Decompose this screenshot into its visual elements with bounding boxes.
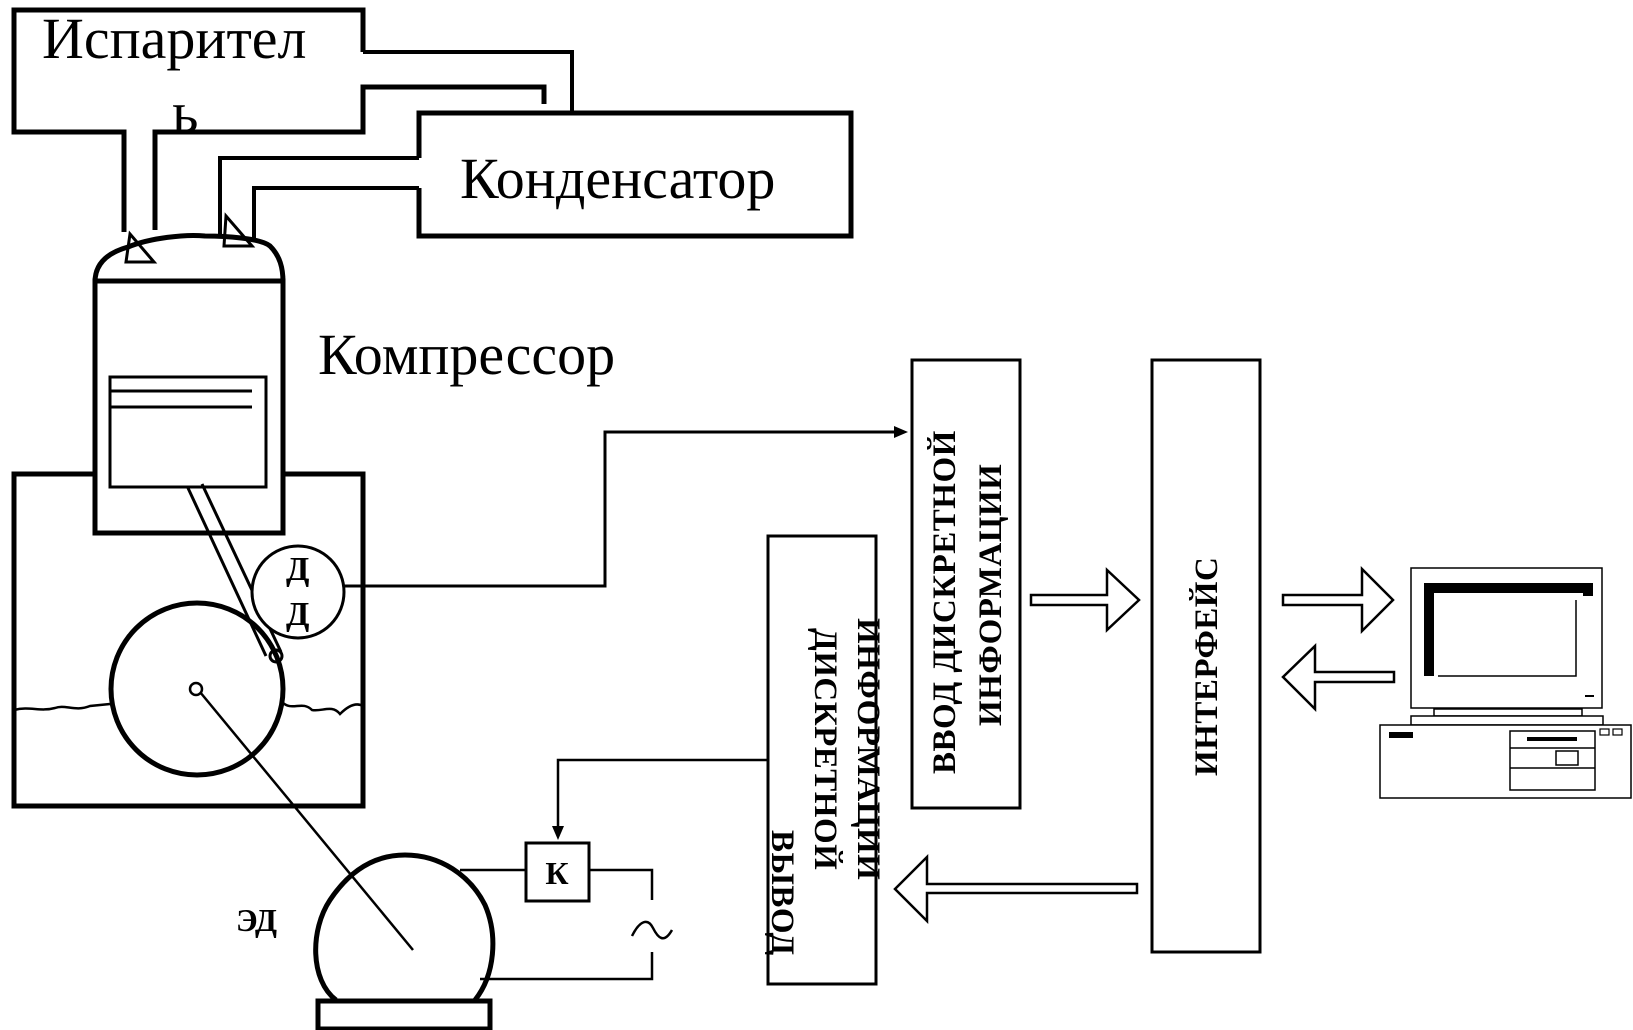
- compressor-label: Компрессор: [318, 322, 615, 387]
- output-label-line2: ДИСКРЕТНОЙ: [807, 628, 844, 870]
- piston: [108, 375, 268, 489]
- evaporator-top-pipe: [363, 50, 574, 112]
- power-button-1: [1599, 728, 1610, 736]
- sensor-label-line2: Д: [286, 596, 309, 633]
- input-discrete-block: ВВОД ДИСКРЕТНОЙ ИНФОРМАЦИИ: [910, 358, 1022, 810]
- sensor-dd: Д Д: [250, 544, 346, 640]
- compressor: Компрессор: [11, 212, 615, 951]
- source-to-motor-wire: [480, 952, 654, 981]
- flywheel-axle: [188, 681, 204, 697]
- crankcase: [11, 471, 366, 809]
- sensor-signal-arrowhead: [894, 426, 908, 438]
- ac-source-icon: [630, 920, 674, 940]
- evaporator-box: [11, 7, 366, 232]
- oil-level-right: [281, 701, 364, 716]
- interface-label: ИНТЕРФЕЙС: [1188, 557, 1225, 776]
- system-unit-badge: [1389, 732, 1413, 738]
- output-control-arrowhead: [552, 826, 564, 840]
- output-label-line1: ВЫВОД: [764, 830, 800, 956]
- motor-body: [313, 852, 496, 1002]
- contactor-box: [524, 841, 591, 903]
- output-label-line3: ИНФОРМАЦИИ: [850, 618, 886, 880]
- drive-shaft: [199, 691, 414, 951]
- input-box: [910, 358, 1022, 810]
- monitor-stand: [1433, 708, 1583, 717]
- computer-to-interface-arrow: [1281, 643, 1396, 713]
- motor-base: [315, 998, 493, 1030]
- contactor-to-source-wire: [589, 868, 654, 900]
- condenser: Конденсатор: [218, 110, 854, 240]
- interface-to-computer-arrow: [1281, 565, 1395, 635]
- condenser-label: Конденсатор: [460, 146, 775, 211]
- condenser-pipe-inner: [252, 186, 419, 240]
- drive-button: [1555, 750, 1579, 766]
- input-label-line1: ВВОД ДИСКРЕТНОЙ: [926, 430, 963, 774]
- sensor-circle: [250, 544, 346, 640]
- motor-label: ЭД: [236, 902, 277, 938]
- evaporator-label-line1: Испарител: [42, 6, 306, 71]
- interface-to-output-arrow: [893, 853, 1139, 925]
- interface-box: [1150, 358, 1262, 954]
- monitor-screen-bezel: [1424, 583, 1593, 676]
- output-discrete-block: ВЫВОД ДИСКРЕТНОЙ ИНФОРМАЦИИ: [764, 534, 886, 986]
- power-button-2: [1612, 728, 1623, 736]
- condenser-box: [416, 110, 854, 239]
- interface-block: ИНТЕРФЕЙС: [1150, 358, 1262, 954]
- connecting-rod-a: [186, 487, 268, 657]
- sensor-signal-line: [344, 430, 900, 588]
- evaporator-inner-pipe: [152, 84, 547, 230]
- oil-level-left: [13, 702, 111, 712]
- flywheel: [108, 600, 286, 778]
- desktop-computer-icon: [1379, 567, 1632, 799]
- sensor-label-line1: Д: [286, 551, 309, 588]
- compressor-head: [92, 233, 286, 283]
- evaporator: Испарител ь: [11, 6, 574, 232]
- evaporator-label-line2: ь: [172, 80, 198, 145]
- electric-motor: ЭД: [236, 852, 496, 1030]
- monitor-screen-edge: [1438, 600, 1577, 677]
- discharge-valve: [222, 212, 256, 248]
- input-label-line2: ИНФОРМАЦИИ: [973, 464, 1009, 726]
- compressor-cylinder: [92, 278, 286, 536]
- contactor-label: К: [545, 855, 568, 891]
- output-control-line: [556, 758, 768, 830]
- input-to-interface-arrow: [1029, 567, 1141, 633]
- condenser-pipe-outer: [218, 156, 419, 236]
- contactor: К: [524, 841, 591, 903]
- monitor-stand-base: [1410, 715, 1604, 726]
- floppy-slot: [1527, 737, 1577, 741]
